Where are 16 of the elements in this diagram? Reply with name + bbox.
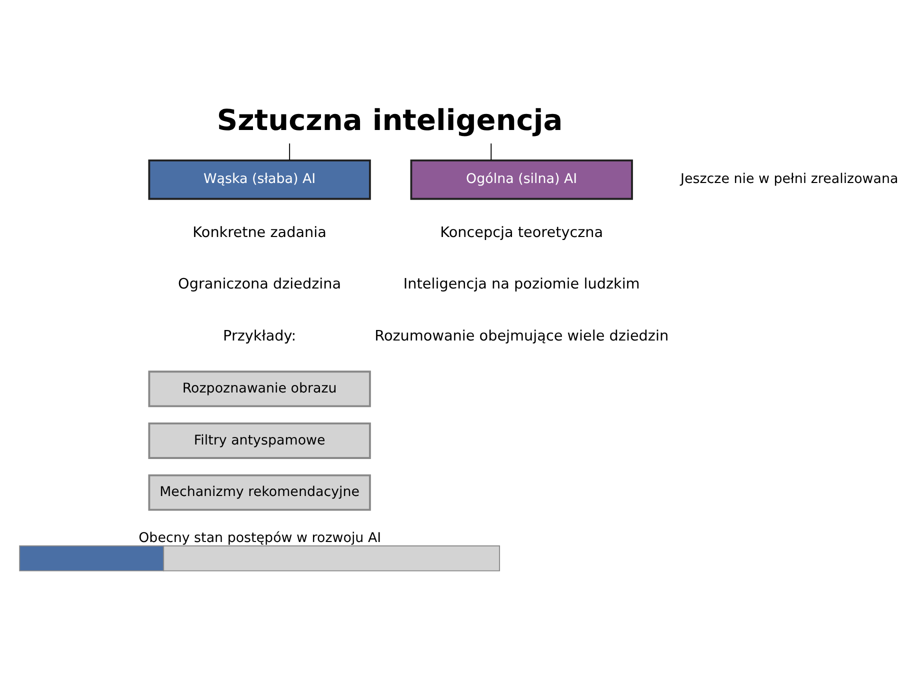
label: Inteligencja na poziomie ludzkim	[403, 276, 640, 293]
label: Przykłady:	[223, 328, 296, 344]
node-label: Jeszcze nie w pełni zrealizowana	[680, 172, 898, 188]
node-box: Wąska (słaba) AI	[148, 160, 371, 200]
label: Rozumowanie obejmujące wiele dziedzin	[374, 328, 669, 344]
node-label: Obecny stan postępów w rozwoju AI	[138, 531, 382, 546]
node-box: Rozpoznawanie obrazu	[148, 370, 371, 408]
connector	[490, 143, 492, 161]
node-text: Sztuczna inteligencja	[216, 102, 563, 137]
node-box: Mechanizmy rekomendacyjne	[148, 474, 371, 511]
label: Koncepcja teoretyczna	[440, 224, 604, 241]
node-box: Ogólna (silna) AI	[410, 160, 633, 200]
node-box: Filtry antyspamowe	[148, 422, 371, 459]
label: Ograniczona dziedzina	[178, 276, 342, 293]
connector	[289, 143, 290, 161]
label: Konkretne zadania	[192, 224, 326, 241]
